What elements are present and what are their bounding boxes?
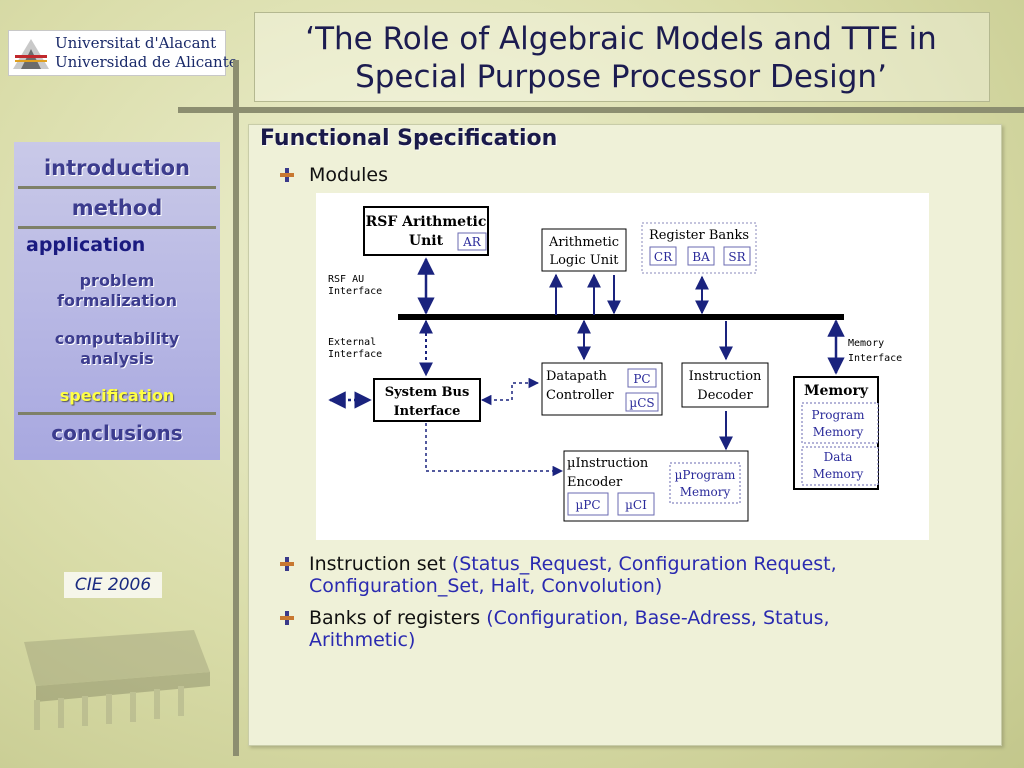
nav-sub-line: computability: [54, 329, 180, 348]
nav-sub-line: analysis: [80, 349, 154, 368]
instruction-set-label: Instruction set: [309, 553, 446, 575]
instruction-set-detail-2: Configuration_Set, Halt, Convolution): [309, 575, 663, 597]
data-memory-label-2: Memory: [813, 467, 864, 481]
vertical-divider: [233, 60, 239, 756]
nav-sub-line: problem: [79, 271, 155, 290]
nav-specification-active[interactable]: specification: [59, 386, 175, 405]
title-box: [254, 12, 990, 102]
nav-conclusions[interactable]: conclusions: [51, 421, 183, 445]
alu-label-2: Logic Unit: [549, 253, 619, 268]
datapath-label-2: Controller: [546, 388, 614, 403]
decoder-label-1: Instruction: [689, 369, 762, 384]
alu-block: Arithmetic Logic Unit: [541, 228, 627, 272]
uprogram-memory-label-2: Memory: [680, 485, 731, 499]
nav-separator: [18, 412, 216, 415]
register-banks-block: Register Banks CR BA SR: [641, 222, 757, 274]
sysbus-encoder-arrow: [425, 423, 564, 477]
rsf-interface-label-1: RSF AU: [328, 274, 364, 285]
external-interface-label-2: Interface: [328, 349, 382, 360]
regbank-ba: BA: [692, 250, 710, 264]
instruction-set-detail-1: (Status_Request, Configuration Request,: [451, 553, 837, 575]
datapath-pc: PC: [633, 372, 650, 386]
university-emblem-icon: [13, 39, 49, 69]
logo-line-1: Universitat d'Alacant: [55, 34, 217, 52]
banks-detail-2: Arithmetic): [309, 629, 416, 651]
conference-label: CIE 2006: [64, 572, 162, 598]
nav-computability-analysis[interactable]: computability analysis: [14, 329, 220, 369]
sysbus-datapath-arrow: [480, 377, 540, 406]
memory-block: Memory Program Memory Data Memory: [793, 376, 879, 490]
bullet-banks-of-registers: Banks of registers (Configuration, Base-…: [309, 607, 830, 651]
decoder-label-2: Decoder: [697, 388, 753, 403]
memory-title: Memory: [804, 383, 869, 399]
slide-title: ‘The Role of Algebraic Models and TTE in…: [254, 20, 988, 96]
nav-introduction[interactable]: introduction: [43, 156, 190, 180]
memory-interface-label-1: Memory: [848, 338, 884, 349]
uprogram-memory-label-1: µProgram: [675, 468, 736, 482]
sysbus-label-2: Interface: [394, 404, 461, 419]
section-nav: introduction method application problem …: [14, 142, 220, 460]
bullet-instruction-set: Instruction set (Status_Request, Configu…: [309, 553, 837, 597]
program-memory-label-1: Program: [812, 408, 866, 422]
rsf-label-2: Unit: [409, 233, 444, 249]
uinstruction-encoder-block: µInstruction Encoder µProgram Memory µPC…: [563, 450, 749, 522]
nav-sub-line: formalization: [57, 291, 177, 310]
encoder-label-1: µInstruction: [567, 456, 649, 471]
architecture-diagram: RSF Arithmetic Unit AR Arithmetic Logic …: [316, 193, 929, 540]
external-interface-label-1: External: [328, 337, 376, 348]
bullet-icon: [280, 611, 294, 625]
section-title: Functional Specification: [260, 126, 558, 151]
rsf-interface-label-2: Interface: [328, 286, 382, 297]
horizontal-divider: [178, 107, 1024, 113]
banks-line-1: Banks of registers (Configuration, Base-…: [309, 607, 830, 629]
nav-method[interactable]: method: [71, 196, 163, 220]
alu-label-1: Arithmetic: [548, 235, 619, 250]
datapath-label-1: Datapath: [546, 369, 607, 384]
sysbus-label-1: System Bus: [385, 385, 470, 400]
logo-line-2: Universidad de Alicante: [55, 53, 238, 71]
rsf-ar-tag: AR: [462, 235, 482, 249]
architecture-diagram-svg: RSF Arithmetic Unit AR Arithmetic Logic …: [328, 206, 902, 522]
memory-interface-label-2: Interface: [848, 353, 902, 364]
nav-problem-formalization[interactable]: problem formalization: [14, 271, 220, 311]
bullet-modules: Modules: [309, 164, 388, 186]
system-bus-interface-block: System Bus Interface: [373, 378, 481, 422]
program-memory-label-2: Memory: [813, 425, 864, 439]
university-logo: Universitat d'Alacant Universidad de Ali…: [8, 30, 238, 76]
banks-detail-1: (Configuration, Base-Adress, Status,: [486, 607, 830, 629]
regbanks-title: Register Banks: [649, 228, 749, 243]
rsf-label-1: RSF Arithmetic: [366, 214, 487, 230]
data-memory-label-1: Data: [824, 450, 853, 464]
slide-title-line-1: ‘The Role of Algebraic Models and TTE in: [305, 21, 937, 57]
bullet-icon: [280, 557, 294, 571]
regbank-sr: SR: [728, 250, 746, 264]
encoder-label-2: Encoder: [567, 475, 623, 490]
instruction-set-line-1: Instruction set (Status_Request, Configu…: [309, 553, 837, 575]
regbank-cr: CR: [654, 250, 673, 264]
slide-title-line-2: Special Purpose Processor Design’: [355, 59, 887, 95]
nav-separator: [18, 226, 216, 229]
bullet-icon: [280, 168, 294, 182]
rsf-arithmetic-unit-block: RSF Arithmetic Unit AR: [363, 206, 489, 256]
nav-application[interactable]: application: [26, 234, 146, 256]
banks-label: Banks of registers: [309, 607, 481, 629]
instruction-decoder-block: Instruction Decoder: [681, 362, 769, 408]
encoder-upc: µPC: [575, 498, 600, 512]
datapath-controller-block: Datapath Controller PC µCS: [541, 362, 663, 416]
encoder-uci: µCI: [625, 498, 647, 512]
datapath-ucs: µCS: [629, 396, 654, 410]
ic-chip-icon: [24, 630, 210, 730]
nav-separator: [18, 186, 216, 189]
